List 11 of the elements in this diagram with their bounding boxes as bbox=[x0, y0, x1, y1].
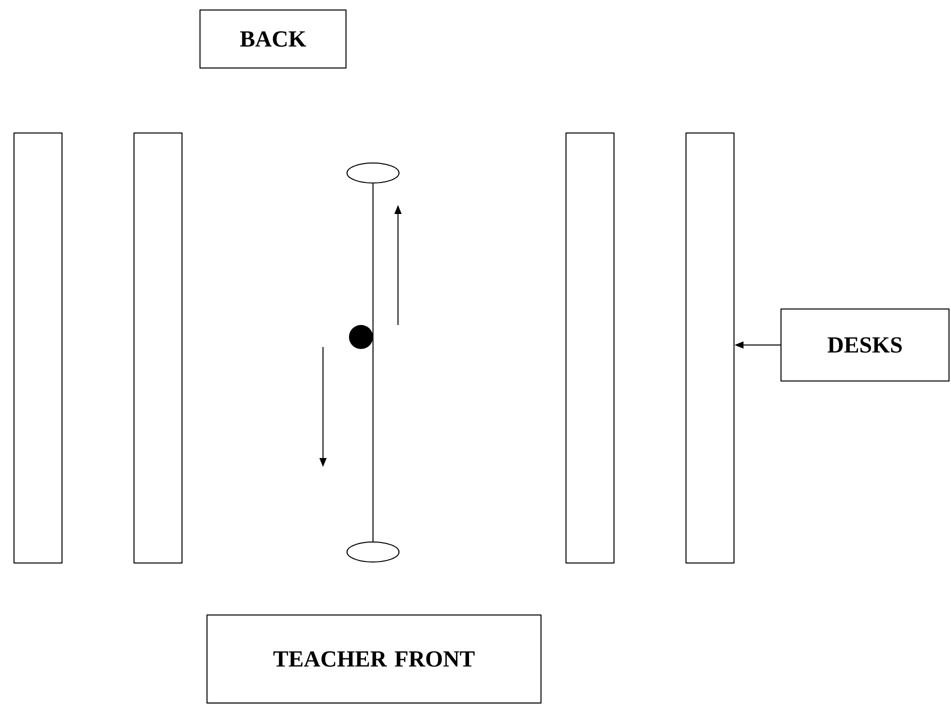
aisle-line bbox=[372, 183, 374, 542]
label-box: DESKS bbox=[780, 308, 950, 382]
label-box: TEACHER FRONT bbox=[206, 614, 542, 704]
pole-end-ellipse bbox=[346, 542, 400, 562]
desk-rectangle bbox=[686, 132, 734, 564]
position-dot bbox=[349, 325, 373, 349]
desk-rectangle bbox=[14, 132, 62, 564]
desk-rectangle bbox=[566, 132, 614, 564]
desk-rectangle bbox=[134, 132, 182, 564]
pole-end-ellipse bbox=[346, 162, 400, 184]
label-box: BACK bbox=[200, 10, 346, 68]
